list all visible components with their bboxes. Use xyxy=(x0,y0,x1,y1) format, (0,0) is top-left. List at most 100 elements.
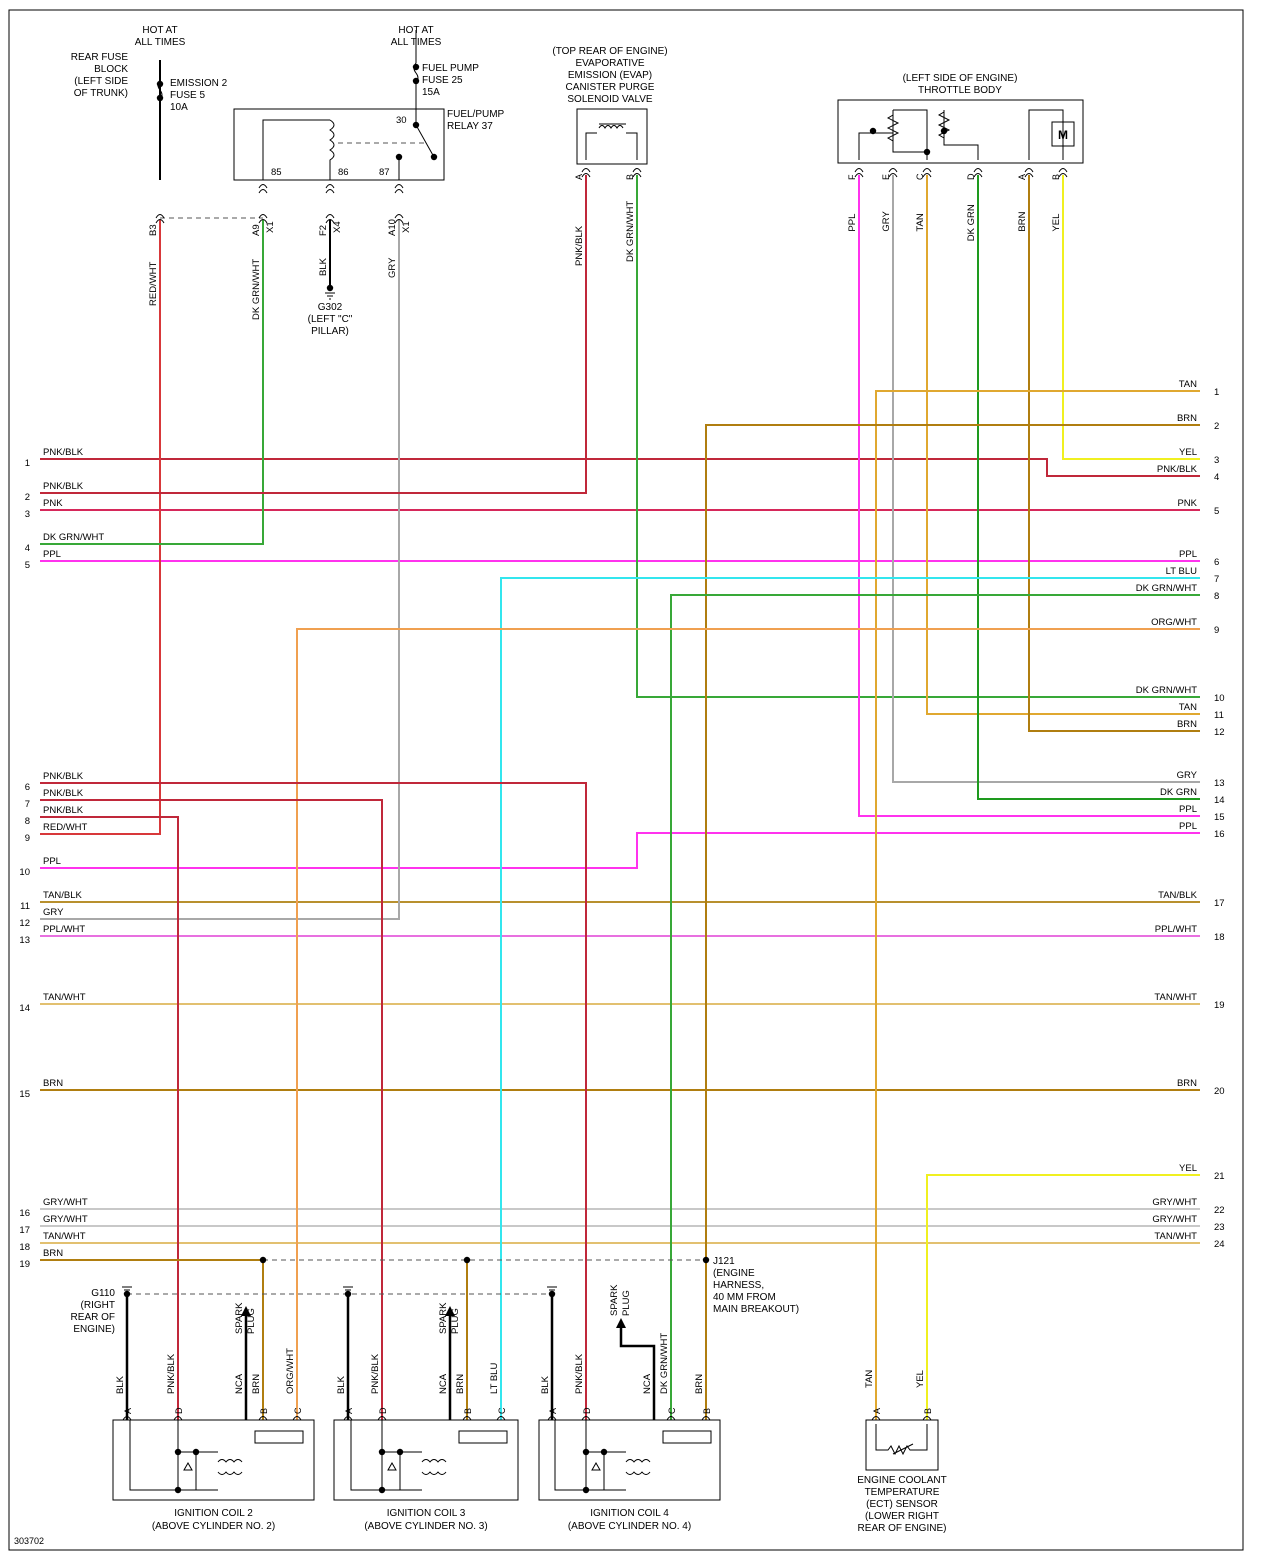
throttle-pin-letter: E xyxy=(881,174,891,180)
wire-throttle-yel xyxy=(1062,175,1200,460)
hot-at-all-times-label: HOT AT xyxy=(142,25,177,36)
throttle-wire-label: YEL xyxy=(1051,214,1062,232)
relay-pin-number: 86 xyxy=(338,167,349,178)
coil-driver-circuit xyxy=(129,1420,218,1491)
coil-name: IGNITION COIL 3 xyxy=(387,1508,466,1519)
connector-id-label: X1 xyxy=(265,221,276,233)
right-wire-label: TAN/BLK xyxy=(1158,890,1198,901)
spark-plug-arrow-icon xyxy=(445,1306,455,1316)
splice-dot xyxy=(396,1448,404,1456)
evap-pin xyxy=(632,168,642,178)
left-wire-label: GRY xyxy=(43,907,64,918)
relay-pin xyxy=(258,184,268,194)
coil-pin xyxy=(496,1416,506,1421)
left-wire-label: GRY/WHT xyxy=(43,1197,88,1208)
coil-connector-icon xyxy=(662,1430,712,1444)
right-wire-label: BRN xyxy=(1177,719,1197,730)
wire-ltblu-7-coil3 xyxy=(500,577,1200,1420)
spark-plug-label: SPARK xyxy=(609,1284,620,1316)
right-wire-number: 22 xyxy=(1214,1205,1225,1216)
left-wire-number: 5 xyxy=(25,560,30,571)
coil-wire-label: BLK xyxy=(115,1375,126,1394)
g302-label: G302 xyxy=(318,302,343,313)
coil-wire-label: ORG/WHT xyxy=(285,1348,296,1394)
wire-pnkblk-6-coil4 xyxy=(40,782,587,1420)
splice-dot xyxy=(156,94,164,102)
throttle-motor-box xyxy=(1051,121,1075,147)
g110-ground-label: REAR OF xyxy=(71,1312,115,1323)
splice-dot xyxy=(259,1256,267,1264)
right-wire-label: GRY/WHT xyxy=(1152,1214,1197,1225)
throttle-body-label: (LEFT SIDE OF ENGINE) xyxy=(903,73,1018,84)
ground-dot xyxy=(344,1290,352,1298)
left-wire-number: 15 xyxy=(19,1089,30,1100)
right-wire-label: DK GRN/WHT xyxy=(1136,685,1197,696)
left-wire-number: 8 xyxy=(25,816,30,827)
left-wire-number: 1 xyxy=(25,458,30,469)
nca-label: NCA xyxy=(642,1373,653,1394)
right-wire-label: TAN xyxy=(1179,702,1197,713)
coil-diode-icon xyxy=(387,1461,397,1471)
coil-location: (ABOVE CYLINDER NO. 4) xyxy=(568,1521,691,1532)
j121-splice-label: MAIN BREAKOUT) xyxy=(713,1304,799,1315)
splice-dot xyxy=(600,1448,608,1456)
ect-sensor-label: TEMPERATURE xyxy=(865,1487,940,1498)
throttle-pin-letter: F xyxy=(847,174,857,180)
right-wire-label: PPL xyxy=(1179,549,1197,560)
splice-dot xyxy=(412,121,420,129)
coil-pin-letter: C xyxy=(667,1407,677,1414)
left-wire-label: PNK/BLK xyxy=(43,805,84,816)
evap-pin xyxy=(581,168,591,178)
left-wire-label: BRN xyxy=(43,1248,63,1259)
connector-id-label: X1 xyxy=(401,221,412,233)
wire-label-dkgrnwht: DK GRN/WHT xyxy=(251,259,262,320)
evap-solenoid-label: SOLENOID VALVE xyxy=(567,94,653,105)
left-wire-label: RED/WHT xyxy=(43,822,88,833)
coil-driver-circuit xyxy=(554,1420,626,1491)
right-wire-number: 8 xyxy=(1214,591,1219,602)
splice-dot xyxy=(412,63,420,71)
right-wire-label: PPL xyxy=(1179,821,1197,832)
left-wire-number: 6 xyxy=(25,782,30,793)
right-wire-number: 10 xyxy=(1214,693,1225,704)
coil-pin xyxy=(701,1416,711,1421)
left-wire-label: PPL/WHT xyxy=(43,924,85,935)
throttle-pin-letter: D xyxy=(966,173,976,180)
wire-evap-dkgrnwht xyxy=(636,175,1200,698)
relay-pin-number: 30 xyxy=(396,115,407,126)
wire-tan-1-ect xyxy=(875,390,1200,1420)
left-wire-label: PPL xyxy=(43,549,61,560)
right-wire-number: 9 xyxy=(1214,625,1219,636)
left-wire-number: 9 xyxy=(25,833,30,844)
coil-wire-label: BRN xyxy=(694,1374,705,1394)
hot-at-all-times-label: ALL TIMES xyxy=(391,37,442,48)
relay-box xyxy=(233,108,445,181)
right-wire-number: 16 xyxy=(1214,829,1225,840)
ect-wire-label: TAN xyxy=(864,1370,875,1388)
wire-throttle-brn xyxy=(1028,175,1200,732)
right-wire-number: 20 xyxy=(1214,1086,1225,1097)
connector-pin-label: F2 xyxy=(318,225,329,236)
left-wire-number: 12 xyxy=(19,918,30,929)
right-wire-label: LT BLU xyxy=(1166,566,1197,577)
rear-fuse-block-label: OF TRUNK) xyxy=(74,88,128,99)
nca-spark-plug-line xyxy=(619,1322,656,1420)
throttle-pin-letter: A xyxy=(1017,174,1027,180)
left-wire-number: 16 xyxy=(19,1208,30,1219)
spark-plug-arrow-icon xyxy=(616,1318,626,1328)
coil-pin xyxy=(292,1416,302,1421)
fuel-pump-relay-label: FUEL/PUMP xyxy=(447,109,505,120)
ect-pin-letter: A xyxy=(872,1408,882,1414)
right-wire-label: BRN xyxy=(1177,413,1197,424)
wire-throttle-tan xyxy=(926,175,1200,715)
throttle-pin-letter: C xyxy=(915,173,925,180)
emission-fuse-label: 10A xyxy=(170,102,188,113)
left-wire-label: PNK/BLK xyxy=(43,771,84,782)
motor-label: M xyxy=(1058,128,1068,142)
coil-pin-letter: A xyxy=(548,1408,558,1414)
coil-pin xyxy=(666,1416,676,1421)
ect-wire-label: YEL xyxy=(915,1370,926,1388)
ect-sensor-box xyxy=(865,1419,939,1471)
coil-pin xyxy=(122,1416,132,1421)
